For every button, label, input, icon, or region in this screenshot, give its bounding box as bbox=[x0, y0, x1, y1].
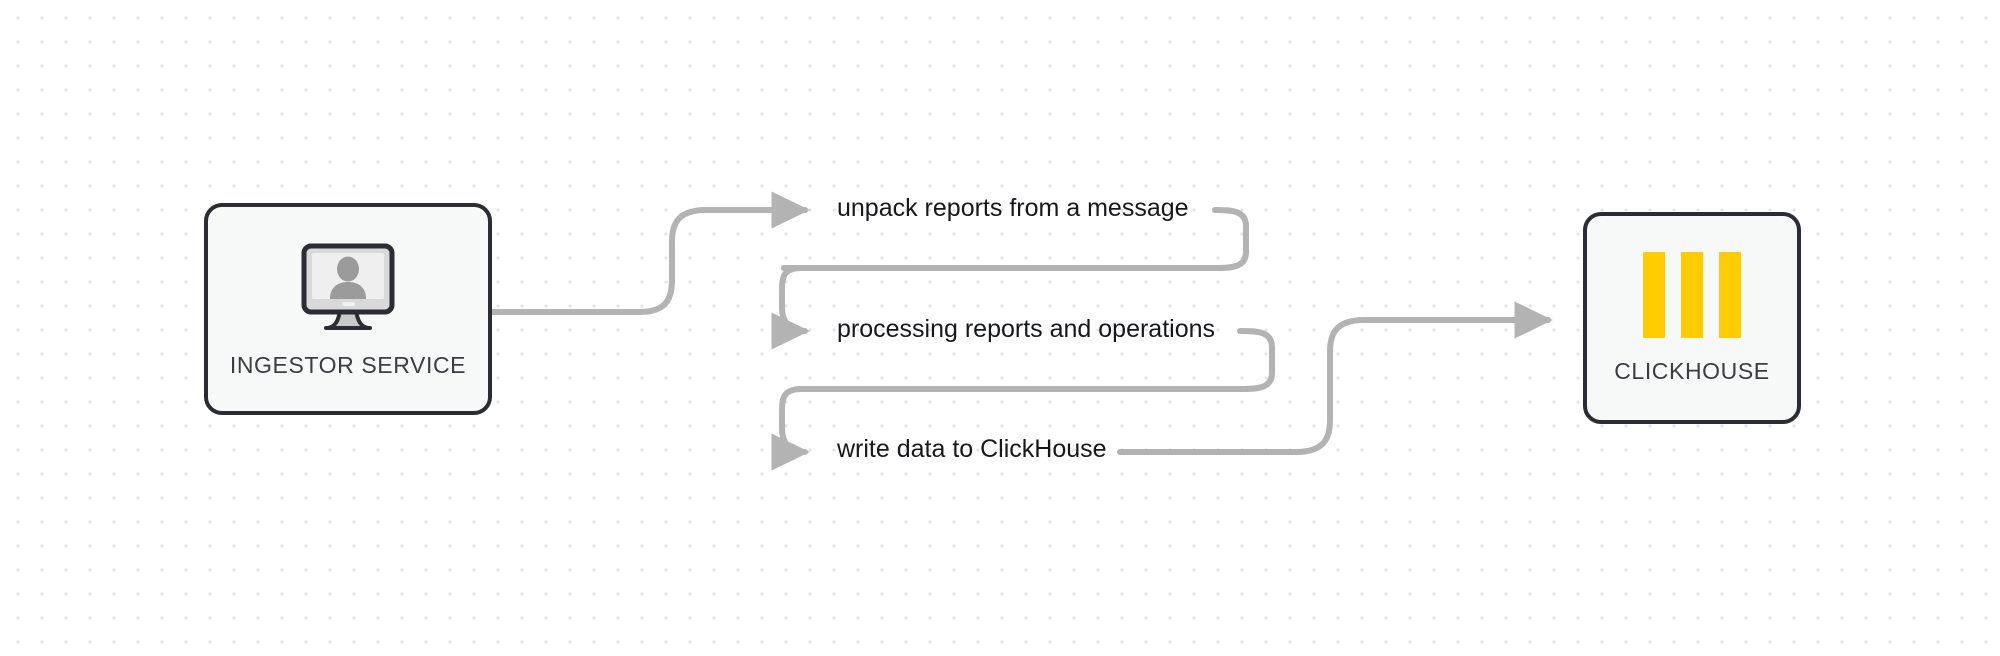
clickhouse-bar-2 bbox=[1681, 251, 1703, 338]
edge-path-1 bbox=[489, 191, 810, 315]
edge-path-3-loop bbox=[771, 386, 833, 471]
monitor-user-icon bbox=[296, 240, 400, 336]
edge-path-1-return bbox=[797, 207, 1249, 271]
clickhouse-bars-icon bbox=[1643, 251, 1741, 338]
node-label-clickhouse: CLICKHOUSE bbox=[1614, 357, 1770, 384]
edge-path-2-return bbox=[797, 328, 1275, 392]
node-clickhouse[interactable]: CLICKHOUSE bbox=[1583, 212, 1801, 424]
edge-path-2-loop bbox=[771, 265, 833, 350]
node-ingestor-service[interactable]: INGESTOR SERVICE bbox=[204, 203, 492, 415]
node-label-ingestor-service: INGESTOR SERVICE bbox=[229, 351, 467, 378]
edge-label-write-data: write data to ClickHouse bbox=[837, 435, 1107, 463]
clickhouse-bar-1 bbox=[1643, 251, 1665, 338]
edge-path-3 bbox=[1117, 301, 1553, 455]
edge-label-processing-reports: processing reports and operations bbox=[837, 315, 1216, 343]
edge-label-unpack-reports: unpack reports from a message bbox=[837, 194, 1189, 222]
clickhouse-bar-3 bbox=[1719, 251, 1741, 338]
